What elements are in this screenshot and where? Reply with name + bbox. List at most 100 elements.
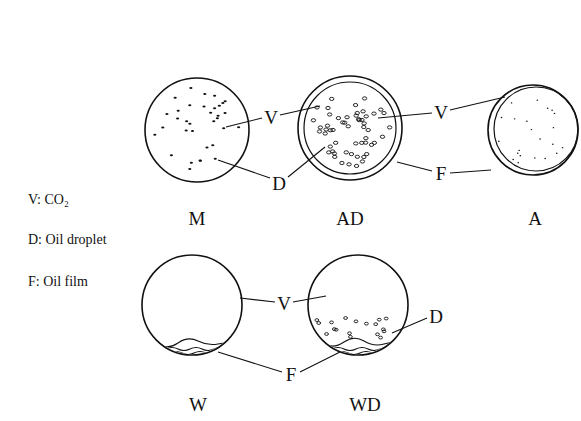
droplet-mark [191,130,194,132]
droplet-mark [544,158,546,159]
droplet-mark [216,117,219,119]
callout-letter: V [264,108,278,127]
droplet-mark [362,125,366,128]
droplet-mark [237,126,240,128]
droplet-mark [354,142,358,145]
droplet-mark [348,332,352,335]
droplet-mark [362,97,366,100]
droplet-mark [330,321,334,324]
droplet-mark [214,158,217,160]
droplet-mark [317,322,321,325]
droplet-mark [519,155,521,156]
droplet-mark [356,118,360,121]
droplet-mark [372,141,376,144]
droplets [153,87,563,339]
droplet-mark [205,147,208,149]
droplet-mark [202,106,205,108]
droplet-mark [361,110,365,113]
droplet-mark [222,127,225,129]
droplet-mark [177,110,180,112]
callout-letter: V [434,103,448,122]
droplet-mark [498,141,500,142]
droplet-mark [199,160,202,162]
droplet-mark [325,333,329,336]
callout-letter: V [277,294,291,313]
droplet-mark [211,144,214,146]
droplet-mark [554,113,556,114]
droplet-mark [511,102,513,103]
droplet-mark [353,103,357,106]
droplet-mark [161,126,164,128]
droplet-mark [382,111,386,114]
pipe-circle [145,78,249,182]
droplet-mark [363,141,367,144]
leader-lines [218,97,505,372]
droplet-mark [362,122,366,125]
callout-letter: F [436,164,447,183]
droplet-mark [323,132,327,135]
pattern-label: M [189,209,206,228]
droplet-mark [537,99,539,100]
legend-text: F: Oil film [28,275,88,289]
pattern-label: AD [336,209,363,228]
droplet-mark [357,119,361,122]
droplet-mark [379,336,383,339]
droplet-mark [344,151,348,154]
droplet-mark [380,135,384,138]
pattern-label: A [528,209,542,228]
droplet-mark [165,113,168,115]
pipe-circle [488,85,578,175]
droplet-mark [190,162,193,164]
droplet-mark [534,157,536,158]
oil-film-ring [304,82,396,174]
droplet-mark [328,145,332,148]
droplet-mark [325,124,329,127]
droplet-mark [376,333,380,336]
droplet-mark [514,118,516,119]
droplet-mark [327,151,331,154]
droplet-mark [366,128,370,131]
droplet-mark [153,134,156,136]
droplet-mark [547,108,549,109]
droplet-mark [176,117,179,119]
droplet-mark [218,105,221,107]
droplet-mark [556,153,558,154]
droplet-mark [345,116,349,119]
droplet-mark [364,137,368,140]
pipe-circle [298,76,402,180]
oil-film-ring [494,87,578,171]
pipe-circle [142,255,242,355]
droplet-mark [377,318,381,321]
droplet-mark [333,155,337,158]
droplet-mark [317,130,321,133]
droplet-mark [349,335,353,338]
droplet-mark [223,112,226,114]
droplet-mark [199,159,202,161]
droplet-mark [188,123,191,125]
droplet-mark [221,102,224,104]
droplet-mark [518,150,520,151]
droplet-mark [355,155,359,158]
droplet-mark [340,161,344,164]
droplet-mark [387,126,391,129]
droplet-mark [343,121,347,124]
droplet-mark [354,320,358,323]
droplet-mark [381,328,385,331]
droplet-mark [170,154,173,156]
droplet-mark [553,127,555,128]
droplet-mark [562,147,564,148]
droplet-mark [189,87,192,89]
droplet-mark [531,129,533,130]
droplet-mark [185,120,188,122]
droplet-mark [526,121,528,122]
droplet-mark [311,119,315,122]
droplet-mark [364,322,368,325]
droplet-mark [188,104,191,106]
droplet-mark [372,112,376,115]
droplet-mark [188,168,191,170]
droplet-mark [213,95,216,97]
callout-letter: F [286,365,297,384]
droplet-mark [330,97,334,100]
